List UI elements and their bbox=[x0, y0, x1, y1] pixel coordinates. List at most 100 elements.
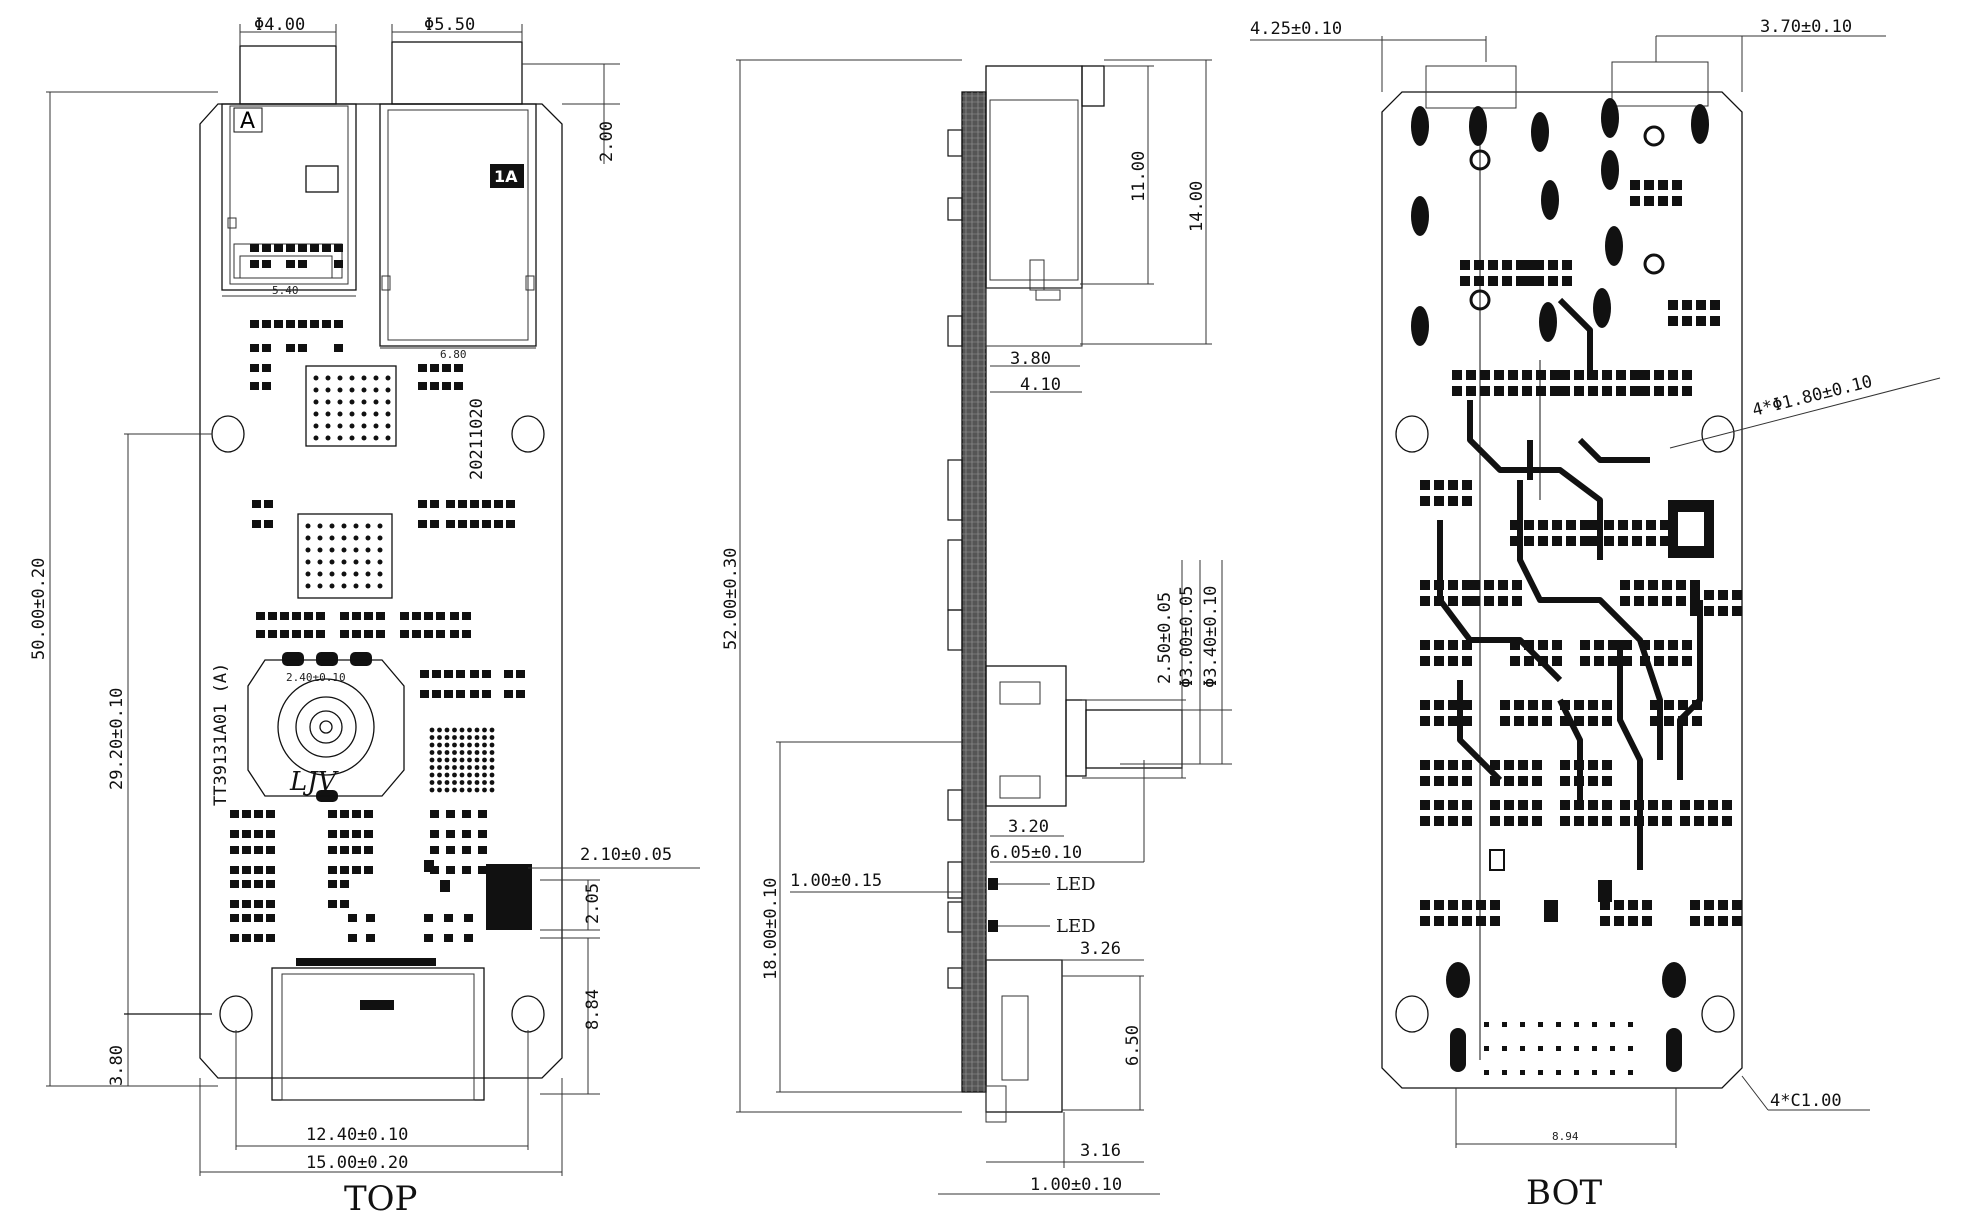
bga-ball bbox=[474, 757, 480, 763]
smd-pad bbox=[242, 866, 251, 874]
smd-pad bbox=[364, 630, 373, 638]
smd-pad bbox=[1648, 596, 1658, 606]
smd-pad bbox=[1690, 900, 1700, 910]
bga-ball bbox=[482, 742, 487, 748]
smd-pad bbox=[250, 382, 259, 390]
smd-pad bbox=[364, 866, 373, 874]
bga-ball bbox=[373, 375, 379, 381]
usb-pin bbox=[1484, 1022, 1489, 1027]
smd-pad bbox=[430, 866, 439, 874]
smd-pad bbox=[256, 612, 265, 620]
bga-ball bbox=[317, 535, 323, 541]
smd-pad bbox=[376, 612, 385, 620]
smd-pad bbox=[506, 500, 515, 508]
smd-pad bbox=[1448, 776, 1458, 786]
bga-ball bbox=[377, 559, 383, 565]
bot-hole-bl bbox=[1395, 995, 1429, 1033]
dim-d550: Φ5.50 bbox=[424, 15, 475, 35]
smd-pad bbox=[340, 846, 349, 854]
smd-pad bbox=[1420, 656, 1430, 666]
pcb-trace bbox=[1437, 520, 1563, 683]
smd-pad bbox=[444, 670, 453, 678]
smd-pad bbox=[1690, 916, 1700, 926]
smd-pad bbox=[1650, 716, 1660, 726]
smd-pad bbox=[334, 320, 343, 328]
smd-pad bbox=[266, 934, 275, 942]
smd-pad bbox=[482, 500, 491, 508]
smd-pad bbox=[1660, 520, 1670, 530]
smd-pad bbox=[1654, 370, 1664, 380]
dim-w316: 3.16 bbox=[1080, 1141, 1121, 1161]
bga-ball bbox=[325, 387, 331, 393]
smd-pad bbox=[274, 244, 283, 252]
bga-ball bbox=[429, 780, 435, 785]
side-hatch bbox=[962, 92, 986, 1092]
smd-pad bbox=[456, 670, 465, 678]
smd-pad bbox=[412, 612, 421, 620]
bga-ball bbox=[377, 523, 383, 529]
smd-pad bbox=[1618, 536, 1628, 546]
usb-pin bbox=[1520, 1070, 1525, 1075]
smd-pad bbox=[328, 810, 337, 818]
bot-pads bbox=[1411, 98, 1742, 1075]
smd-pad bbox=[1588, 816, 1598, 826]
smd-pad bbox=[1560, 776, 1570, 786]
smd-pad bbox=[1630, 196, 1640, 206]
bga-ball bbox=[377, 571, 383, 577]
smd-pad bbox=[268, 612, 277, 620]
dim-h1800: 18.00±0.10 bbox=[761, 878, 781, 980]
smd-pad bbox=[352, 630, 361, 638]
bga-ball bbox=[459, 765, 465, 770]
usb-pin bbox=[1610, 1070, 1615, 1075]
bga-ball bbox=[467, 780, 472, 785]
smd-pad bbox=[418, 500, 427, 508]
smd-pad bbox=[432, 670, 441, 678]
smd-pad bbox=[1538, 640, 1548, 650]
smd-pad bbox=[1593, 288, 1611, 328]
smd-pad bbox=[1588, 716, 1598, 726]
smd-pad bbox=[1542, 716, 1552, 726]
smd-pad bbox=[256, 630, 265, 638]
smd-pad bbox=[1476, 916, 1486, 926]
bga-ball bbox=[467, 787, 472, 793]
smd-pad bbox=[464, 914, 473, 922]
bga-ball bbox=[452, 757, 457, 763]
smd-pad bbox=[1484, 596, 1494, 606]
smd-pad bbox=[1648, 580, 1658, 590]
smd-pad bbox=[1420, 900, 1430, 910]
smd-pad bbox=[350, 652, 372, 666]
smd-pad bbox=[1668, 386, 1678, 396]
bga-ball bbox=[317, 583, 323, 589]
bga-ball bbox=[305, 535, 311, 541]
bga-ball bbox=[444, 780, 450, 785]
bga-ball bbox=[467, 742, 472, 748]
bga-ball bbox=[482, 780, 487, 785]
usb-pin bbox=[1484, 1046, 1489, 1051]
bga-ball bbox=[349, 375, 355, 381]
dim-w210: 2.10±0.05 bbox=[580, 845, 672, 865]
smd-pad bbox=[1518, 816, 1528, 826]
smd-pad bbox=[1420, 580, 1430, 590]
bga-ball bbox=[429, 772, 435, 778]
smd-pad bbox=[1434, 640, 1444, 650]
smd-pad bbox=[1588, 700, 1598, 710]
smd-pad bbox=[1620, 580, 1630, 590]
smd-pad bbox=[1462, 760, 1472, 770]
smd-pad bbox=[482, 670, 491, 678]
smd-pad bbox=[1646, 536, 1656, 546]
smd-pad bbox=[1462, 656, 1472, 666]
smd-pad bbox=[1590, 536, 1600, 546]
smd-pad bbox=[1668, 300, 1678, 310]
smd-pad bbox=[1548, 260, 1558, 270]
smd-pad bbox=[1500, 700, 1510, 710]
bga-ball bbox=[437, 765, 442, 770]
smd-pad bbox=[1474, 260, 1484, 270]
smd-pad bbox=[1654, 386, 1664, 396]
bga-ball bbox=[467, 750, 472, 755]
silk-date: 20211020 bbox=[467, 398, 487, 480]
bga-ball bbox=[482, 757, 487, 763]
smd-pad bbox=[254, 810, 263, 818]
smd-pad bbox=[1620, 816, 1630, 826]
smd-pad bbox=[242, 810, 251, 818]
smd-pad bbox=[470, 670, 479, 678]
